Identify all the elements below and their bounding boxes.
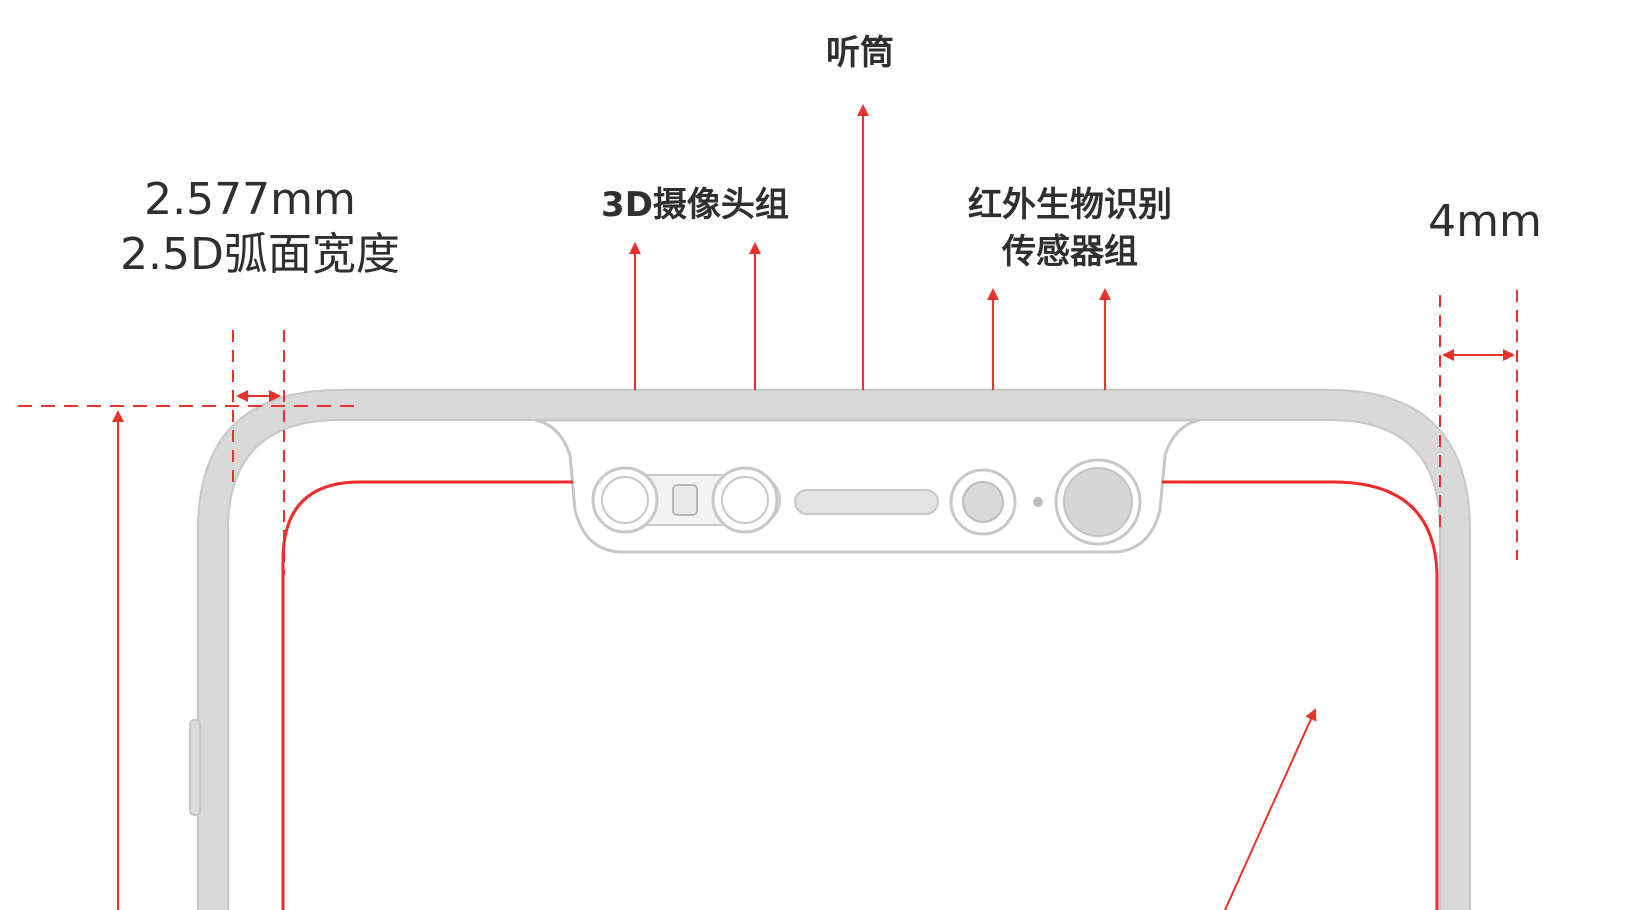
screen-arrow — [1224, 708, 1317, 910]
ir-sensor-label-line2: 传感器组 — [1002, 232, 1138, 272]
side-button — [189, 719, 201, 816]
camera-group-label: 3D摄像头组 — [601, 185, 789, 225]
phone-frame-outer-edge — [197, 389, 1471, 910]
dot-projector-camera-module — [591, 466, 781, 534]
front-camera-sensors — [949, 458, 1142, 546]
bezel-width-label: 4mm — [1428, 196, 1542, 247]
earpiece-speaker — [794, 489, 939, 515]
earpiece-label: 听筒 — [826, 33, 894, 73]
edge-width-label: 2.577mm — [144, 174, 356, 225]
screen-outline — [281, 480, 573, 910]
ir-sensor-label-line1: 红外生物识别 — [968, 185, 1172, 225]
screen-outline-right — [1162, 480, 1439, 910]
phone-frame — [198, 390, 1470, 910]
edge-description-label: 2.5D弧面宽度 — [120, 229, 400, 280]
